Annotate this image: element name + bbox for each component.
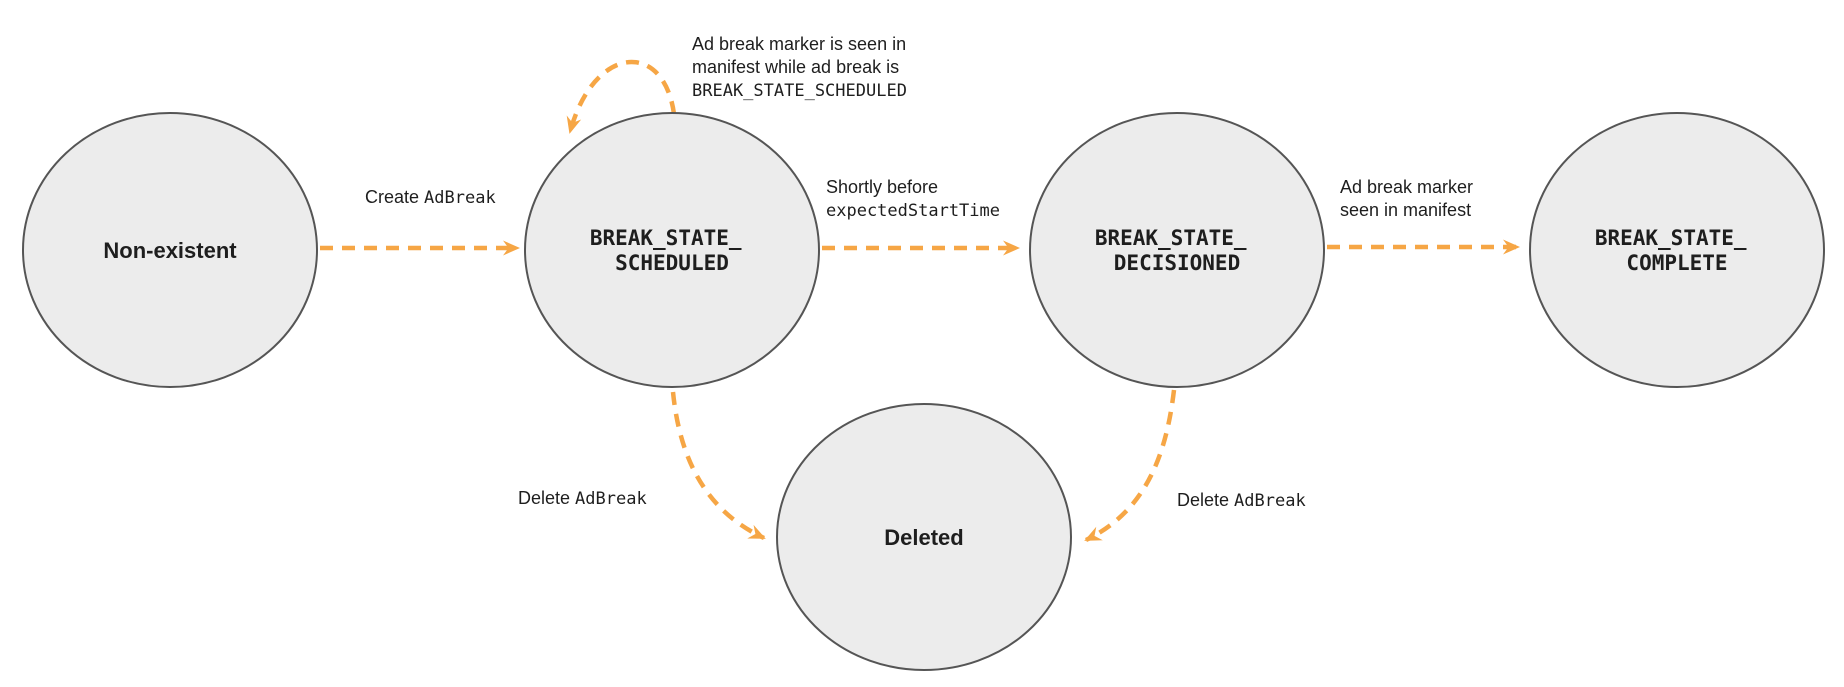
edge-label-create-adbreak: Create AdBreak	[365, 187, 496, 208]
edge-label-shortly-before: Shortly before expectedStartTime	[826, 177, 1000, 221]
transition-self-loop-arrow	[566, 59, 677, 134]
state-label-break-state-scheduled: BREAK_STATE_ SCHEDULED	[590, 226, 754, 275]
transition-decisioned-to-deleted-arrow	[1084, 389, 1177, 543]
state-label-non-existent: Non-existent	[103, 238, 237, 263]
edge-label-marker-seen: Ad break marker seen in manifest	[1340, 177, 1478, 220]
edge-label-delete-adbreak-right: Delete AdBreak	[1177, 490, 1306, 511]
state-label-deleted: Deleted	[884, 525, 963, 550]
state-node-break-state-decisioned	[1029, 112, 1325, 388]
state-node-deleted	[776, 403, 1072, 671]
edge-label-delete-adbreak-left: Delete AdBreak	[518, 488, 647, 509]
transition-scheduled-to-deleted-arrow	[670, 391, 766, 541]
state-node-break-state-complete	[1529, 112, 1825, 388]
state-node-break-state-scheduled	[524, 112, 820, 388]
state-label-break-state-complete: BREAK_STATE_ COMPLETE	[1595, 226, 1759, 275]
state-label-break-state-decisioned: BREAK_STATE_ DECISIONED	[1095, 226, 1259, 275]
state-node-non-existent	[22, 112, 318, 388]
edge-label-self-loop: Ad break marker is seen in manifest whil…	[692, 34, 911, 101]
